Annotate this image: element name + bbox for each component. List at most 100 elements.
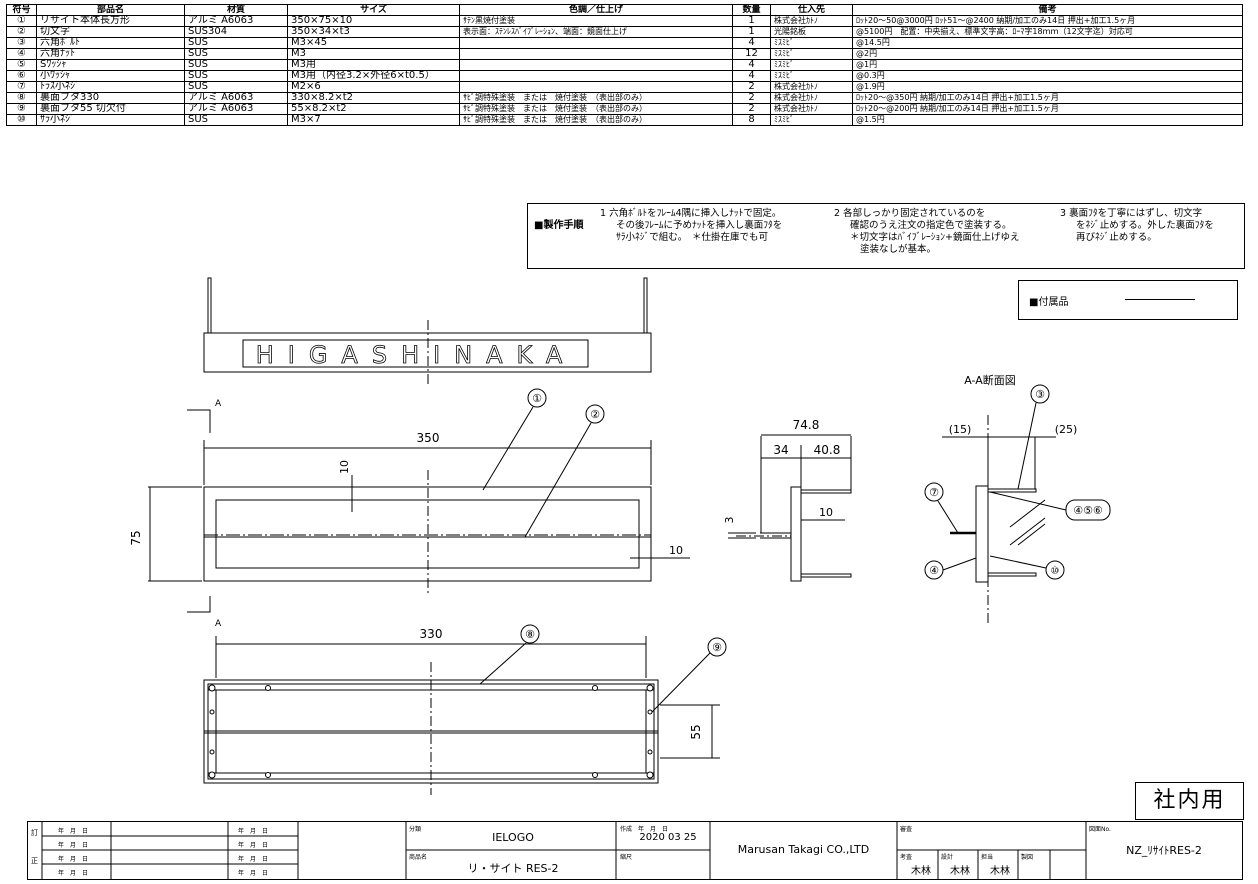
step3-line: 再びﾈｼﾞ止めする。 <box>1076 232 1157 243</box>
check-label: 考査 <box>900 854 913 861</box>
date-label: 年 月 日 <box>58 842 89 849</box>
section-label: A-A断面図 <box>964 373 1016 387</box>
dim-350: 350 <box>417 431 440 445</box>
company-name: Marusan Takagi CO.,LTD <box>737 843 870 856</box>
dim-55: 55 <box>689 724 703 739</box>
make-label: 製図 <box>1021 854 1034 861</box>
section-mark-label: A <box>215 399 222 409</box>
side-view: 74.8 34 40.8 3 10 <box>723 418 852 582</box>
accessories-box: ■付属品 <box>1018 280 1238 320</box>
section-mark-label: A <box>215 619 222 629</box>
step2-line: 確認のうえ注文の指定色で塗装する。 <box>850 220 1012 231</box>
draw-label: 担当 <box>981 854 994 861</box>
date-label: 年 月 日 <box>238 856 269 863</box>
side-bolt-top <box>800 489 852 494</box>
scale-label: 縮尺 <box>620 854 633 861</box>
category-value: IELOGO <box>492 831 534 844</box>
section-bolt-bottom <box>987 572 1037 577</box>
balloon-4: ④ <box>929 564 939 577</box>
designer-name: 木林 <box>950 866 970 877</box>
date-label: 年 月 日 <box>58 870 89 877</box>
rev-label: 訂 <box>31 829 38 837</box>
front-view: 350 75 10 10 A A ① ② <box>129 388 690 629</box>
design-label: 設計 <box>941 854 954 861</box>
date-label: 年 月 日 <box>58 856 89 863</box>
category-label: 分類 <box>409 826 422 833</box>
dim-74-8: 74.8 <box>793 418 820 432</box>
balloon-4-5-6: ④⑤⑥ <box>1073 504 1103 517</box>
internal-use-stamp: 社内用 <box>1135 782 1244 820</box>
section-mark-bottom <box>187 596 211 613</box>
back-screws <box>208 684 654 779</box>
side-bolt-bottom <box>800 573 852 578</box>
product-label: 商品名 <box>409 854 428 861</box>
step1-line: 1 六角ﾎﾞﾙﾄをﾌﾚｰﾑ4隅に挿入しﾅｯﾄで固定。 <box>600 208 782 219</box>
parts-cell-remark: @1.5円 <box>852 114 1243 126</box>
top-view-letter-plate <box>242 339 589 368</box>
top-view-bolt-left <box>207 277 212 334</box>
balloon-2: ② <box>590 408 600 421</box>
side-frame <box>790 486 802 582</box>
dim-10-top: 10 <box>338 460 351 474</box>
dim-10-right: 10 <box>669 544 683 557</box>
drawing-no-label: 図面No. <box>1089 826 1111 833</box>
sign-text: HIGASHINAKA <box>256 341 577 369</box>
created-label: 作成 年 月 日 <box>620 826 669 833</box>
procedure-step-1: 1 六角ﾎﾞﾙﾄをﾌﾚｰﾑ4隅に挿入しﾅｯﾄで固定。 その後ﾌﾚｰﾑに予めﾅｯﾄ… <box>600 208 830 244</box>
balloon-9: ⑨ <box>712 641 722 654</box>
section-frame <box>975 485 989 583</box>
step3-line: をﾈｼﾞ止めする。外した裏面ﾌﾀを <box>1076 220 1214 231</box>
step2-line: 2 各部しっかり固定されているのを <box>834 208 986 219</box>
dim-10-side: 10 <box>819 506 833 519</box>
accessories-blank-line <box>1125 299 1195 300</box>
drafter-name: 木林 <box>990 866 1010 877</box>
procedure-step-3: 3 裏面ﾌﾀを丁寧にはずし、切文字 をﾈｼﾞ止めする。外した裏面ﾌﾀを 再びﾈｼ… <box>1060 208 1240 244</box>
section-mark-top <box>187 409 211 433</box>
title-block: 訂 正 年 月 日 年 月 日 年 月 日 年 月 日 年 月 日 年 月 日 … <box>27 821 1243 880</box>
dim-15: (15) <box>949 423 972 436</box>
top-view-bolt-right <box>643 277 648 334</box>
section-bolt-top <box>987 488 1037 493</box>
step1-line: ｻﾗ小ﾈｼﾞで組む。 ＊仕掛在庫でも可 <box>616 232 769 243</box>
procedure-title: ■製作手順 <box>534 220 584 231</box>
date-label: 年 月 日 <box>238 870 269 877</box>
step2-line: 塗装なしが基本。 <box>860 244 937 255</box>
parts-cell-supplier: ﾐｽﾐﾋﾞ <box>770 114 853 126</box>
back-view: 330 55 ⑧ ⑨ <box>203 624 727 795</box>
accessories-label: ■付属品 <box>1029 297 1069 308</box>
procedure-box: ■製作手順 1 六角ﾎﾞﾙﾄをﾌﾚｰﾑ4隅に挿入しﾅｯﾄで固定。 その後ﾌﾚｰﾑ… <box>527 203 1245 269</box>
dim-75: 75 <box>129 530 143 545</box>
balloon-3: ③ <box>1035 388 1045 401</box>
section-view: A-A断面図 (15) (25) ③ ⑦ ④⑤⑥ ④ ⑩ <box>924 373 1111 625</box>
parts-table-header: 符号 部品名 材質 サイズ 色調／仕上げ 数量 仕入先 備考 <box>6 4 1243 16</box>
balloon-10: ⑩ <box>1051 566 1060 577</box>
drawing-no: NZ_ﾘｻｲﾄRES-2 <box>1126 844 1202 857</box>
created-date: 2020 03 25 <box>639 832 697 843</box>
step2-line: ＊切文字はﾊﾞｲﾌﾞﾚｰｼｮﾝ+鏡面仕上げゆえ <box>850 232 1020 243</box>
dim-330: 330 <box>420 627 443 641</box>
dim-3: 3 <box>723 517 736 524</box>
procedure-step-2: 2 各部しっかり固定されているのを 確認のうえ注文の指定色で塗装する。 ＊切文字… <box>834 208 1064 256</box>
parts-cell-name: ｻﾗ小ﾈｼﾞ <box>36 114 185 126</box>
balloon-8: ⑧ <box>525 628 535 641</box>
balloon-1: ① <box>532 392 542 405</box>
dim-25: (25) <box>1055 423 1078 436</box>
parts-cell-qty: 8 <box>732 114 771 126</box>
step3-line: 3 裏面ﾌﾀを丁寧にはずし、切文字 <box>1060 208 1203 219</box>
date-label: 年 月 日 <box>238 828 269 835</box>
dim-40-8: 40.8 <box>814 443 841 457</box>
balloon-7: ⑦ <box>929 486 939 499</box>
top-view: HIGASHINAKA <box>203 277 652 385</box>
date-label: 年 月 日 <box>58 828 89 835</box>
dim-34: 34 <box>773 443 788 457</box>
product-value: リ・サイト RES-2 <box>467 862 559 875</box>
step1-line: その後ﾌﾚｰﾑに予めﾅｯﾄを挿入し裏面ﾌﾀを <box>616 220 783 231</box>
